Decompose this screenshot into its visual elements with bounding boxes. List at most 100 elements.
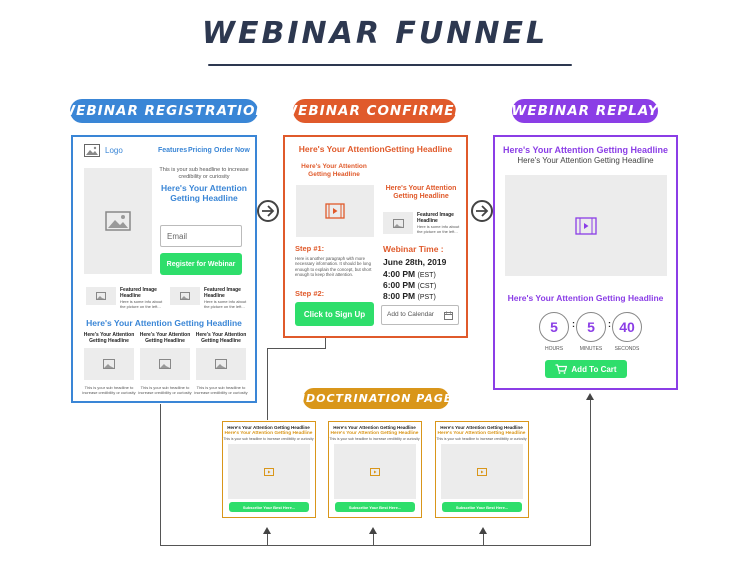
connector-line <box>483 532 484 545</box>
next-arrow-icon <box>471 200 493 222</box>
image-icon <box>159 359 171 369</box>
feature-text: Here is some info about the picture on t… <box>417 224 460 234</box>
feature-title: Featured Image Headline <box>204 287 241 299</box>
card-image-placeholder <box>196 348 246 380</box>
time-row: 8:00 PM (PST) <box>383 291 436 301</box>
card-title: Here's Your Attention Getting Headline <box>139 332 191 344</box>
card-text: This is your sub headline to increase cr… <box>194 385 248 395</box>
indoc-subscribe-button[interactable]: Subscribe Your Best Here... <box>229 502 309 512</box>
arrow-up-icon <box>369 527 377 534</box>
step-2-label: Step #2: <box>295 289 325 298</box>
indoc-headline: Here's Your Attention Getting Headline <box>330 431 419 436</box>
replay-video-placeholder <box>505 175 667 276</box>
connector-line <box>160 545 590 546</box>
card-title: Here's Your Attention Getting Headline <box>195 332 247 344</box>
connector-line <box>267 532 268 545</box>
sign-up-button[interactable]: Click to Sign Up <box>295 302 374 326</box>
indoc-video-placeholder <box>228 444 310 499</box>
calendar-icon <box>444 311 453 320</box>
step-1-text: Here is another paragraph with more nece… <box>295 256 372 278</box>
image-icon <box>392 218 404 228</box>
indoctrination-page: Here's Your Attention Getting Headline H… <box>222 421 316 518</box>
register-button[interactable]: Register for Webinar <box>160 253 242 275</box>
feature-image-placeholder <box>86 287 116 305</box>
indoc-subscribe-button[interactable]: Subscribe Your Best Here... <box>335 502 415 512</box>
connector-line <box>373 532 374 545</box>
image-icon <box>103 359 115 369</box>
feature-title: Featured Image Headline <box>120 287 157 299</box>
countdown-hours: 5 <box>539 312 569 342</box>
email-input[interactable]: Email <box>160 225 242 247</box>
card-text: This is your sub headline to increase cr… <box>82 385 136 395</box>
cart-icon <box>555 364 568 374</box>
indoc-subheadline: This is your sub headline to increase cr… <box>223 437 314 441</box>
subheadline: This is your sub headline to increase cr… <box>159 167 249 180</box>
card-image-placeholder <box>140 348 190 380</box>
countdown-separator: : <box>608 319 611 329</box>
connector-line <box>267 348 268 420</box>
left-headline: Here's Your Attention Getting Headline <box>301 163 367 178</box>
video-icon[interactable] <box>325 203 345 219</box>
add-to-calendar-button[interactable]: Add to Calendar <box>381 305 459 325</box>
calendar-label: Add to Calendar <box>387 311 434 318</box>
indoctrination-page: Here's Your Attention Getting Headline H… <box>435 421 529 518</box>
right-headline: Here's Your Attention Getting Headline <box>385 185 457 201</box>
webinar-time-label: Webinar Time : <box>383 244 444 254</box>
countdown-separator: : <box>572 319 575 329</box>
replay-subheadline: Here's Your Attention Getting Headline <box>517 156 654 165</box>
stage-label-registration: WEBINAR REGISTRATION <box>60 99 267 123</box>
connector-line <box>160 404 161 545</box>
feature-image-placeholder <box>170 287 200 305</box>
indoc-video-placeholder <box>334 444 416 499</box>
stage-label-replay: WEBINAR REPLAY <box>511 99 658 123</box>
image-icon <box>96 292 106 300</box>
step-1-label: Step #1: <box>295 244 325 253</box>
nav-pricing[interactable]: Pricing <box>188 147 212 154</box>
nav-order-now[interactable]: Order Now <box>214 147 250 154</box>
add-to-cart-button[interactable]: Add To Cart <box>545 360 627 378</box>
next-arrow-icon <box>257 200 279 222</box>
logo-icon <box>84 144 100 157</box>
image-icon <box>215 359 227 369</box>
time-row: 4:00 PM (EST) <box>383 269 436 279</box>
indoc-headline: Here's Your Attention Getting Headline <box>437 431 526 436</box>
video-icon[interactable] <box>575 216 597 235</box>
indoc-top-headline: Here's Your Attention Getting Headline <box>227 425 310 430</box>
countdown-seconds: 40 <box>612 312 642 342</box>
indoc-headline: Here's Your Attention Getting Headline <box>224 431 313 436</box>
webinar-date: June 28th, 2019 <box>383 257 447 267</box>
indoctrination-page: Here's Your Attention Getting Headline H… <box>328 421 422 518</box>
card-image-placeholder <box>84 348 134 380</box>
stage-label-indoctrination: INDOCTRINATION PAGES <box>291 388 460 409</box>
headline-2: Here's Your Attention Getting Headline <box>86 318 242 328</box>
hero-image-placeholder <box>84 168 152 274</box>
replay-headline-2: Here's Your Attention Getting Headline <box>507 293 664 303</box>
video-icon[interactable] <box>264 467 274 476</box>
confirmed-headline: Here's Your AttentionGetting Headline <box>298 144 453 154</box>
replay-headline: Here's Your Attention Getting Headline <box>503 145 668 155</box>
feature-title: Featured Image Headline <box>417 212 454 224</box>
indoc-video-placeholder <box>441 444 523 499</box>
image-icon <box>105 211 131 231</box>
feature-image-placeholder <box>383 212 413 234</box>
countdown-label: SECONDS <box>614 346 640 352</box>
indoc-subscribe-button[interactable]: Subscribe Your Best Here... <box>442 502 522 512</box>
video-icon[interactable] <box>370 467 380 476</box>
nav-features[interactable]: Features <box>158 147 188 154</box>
indoc-subheadline: This is your sub headline to increase cr… <box>436 437 527 441</box>
video-icon[interactable] <box>477 467 487 476</box>
countdown-label: MINUTES <box>579 346 603 352</box>
feature-text: Here is some info about the picture on t… <box>204 299 247 309</box>
indoc-top-headline: Here's Your Attention Getting Headline <box>333 425 416 430</box>
arrow-up-icon <box>263 527 271 534</box>
arrow-up-icon <box>586 393 594 400</box>
stage-label-confirmed: WEBINAR CONFIRMED <box>282 99 466 123</box>
logo-text: Logo <box>105 146 123 155</box>
arrow-up-icon <box>479 527 487 534</box>
connector-line <box>325 338 326 348</box>
headline: Here's Your Attention Getting Headline <box>161 183 247 204</box>
indoc-top-headline: Here's Your Attention Getting Headline <box>440 425 523 430</box>
video-placeholder <box>296 185 374 237</box>
feature-text: Here is some info about the picture on t… <box>120 299 163 309</box>
confirmed-page: Here's Your AttentionGetting Headline He… <box>283 135 468 338</box>
